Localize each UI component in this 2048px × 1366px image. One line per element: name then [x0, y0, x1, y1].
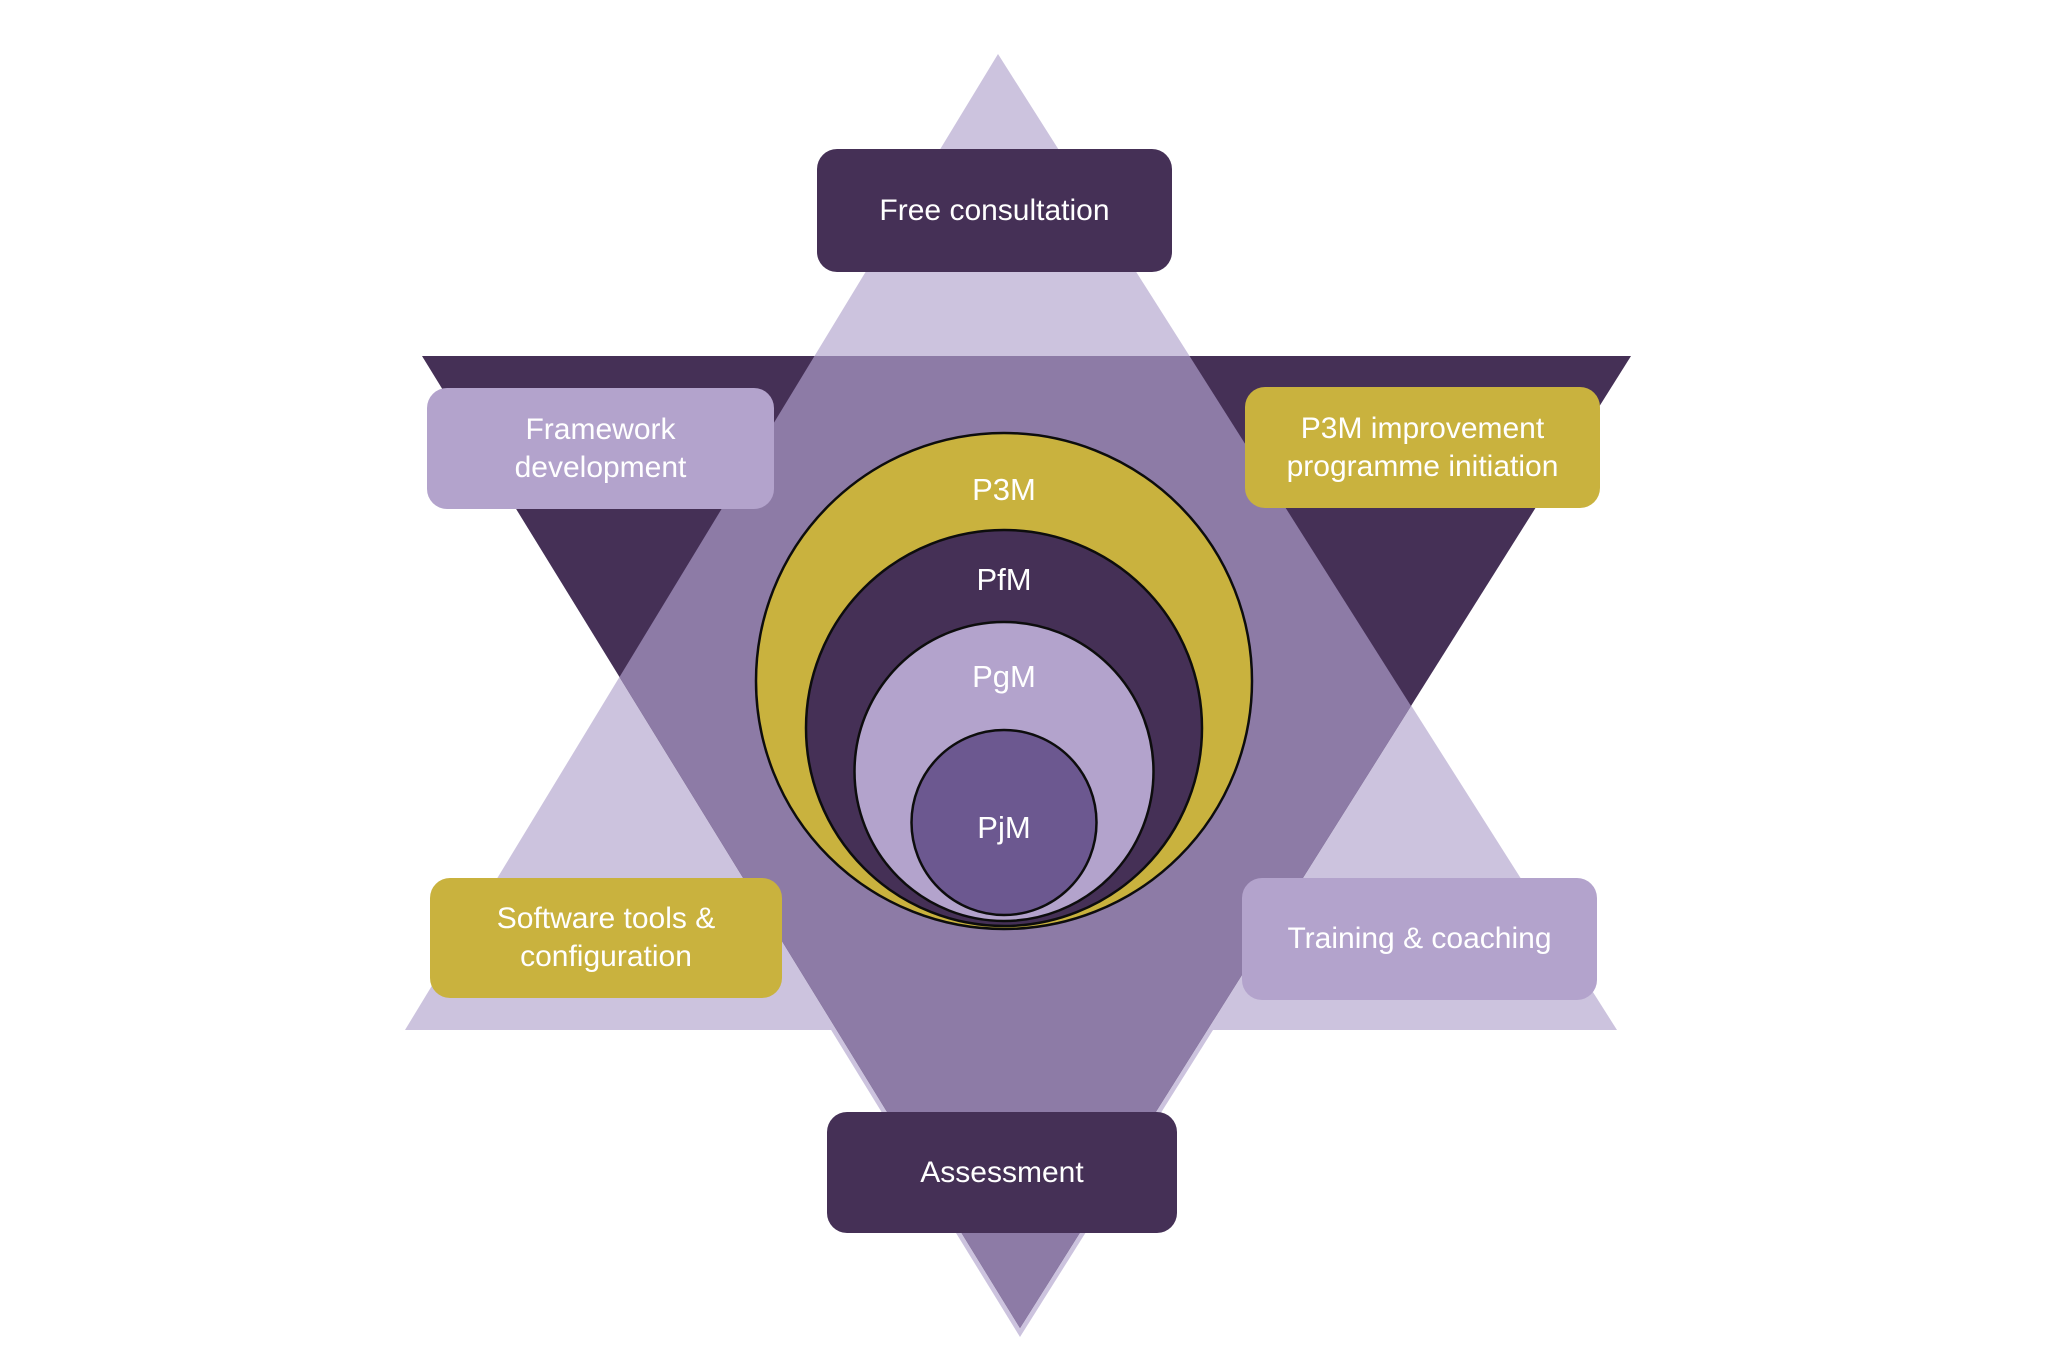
circle-label-pgm: PgM — [972, 659, 1036, 694]
box-p3m-improvement-programme-initiation: P3M improvement programme initiation — [1245, 387, 1600, 508]
circle-label-pjm: PjM — [977, 810, 1031, 845]
circle-label-p3m: P3M — [972, 472, 1036, 507]
box-framework-development: Framework development — [427, 388, 774, 509]
box-free-consultation: Free consultation — [817, 149, 1172, 272]
box-software-tools-configuration: Software tools & configuration — [430, 878, 782, 998]
circle-pjm — [910, 728, 1098, 917]
box-training-coaching: Training & coaching — [1242, 878, 1597, 1000]
box-assessment: Assessment — [827, 1112, 1177, 1233]
circle-label-pfm: PfM — [976, 562, 1032, 597]
